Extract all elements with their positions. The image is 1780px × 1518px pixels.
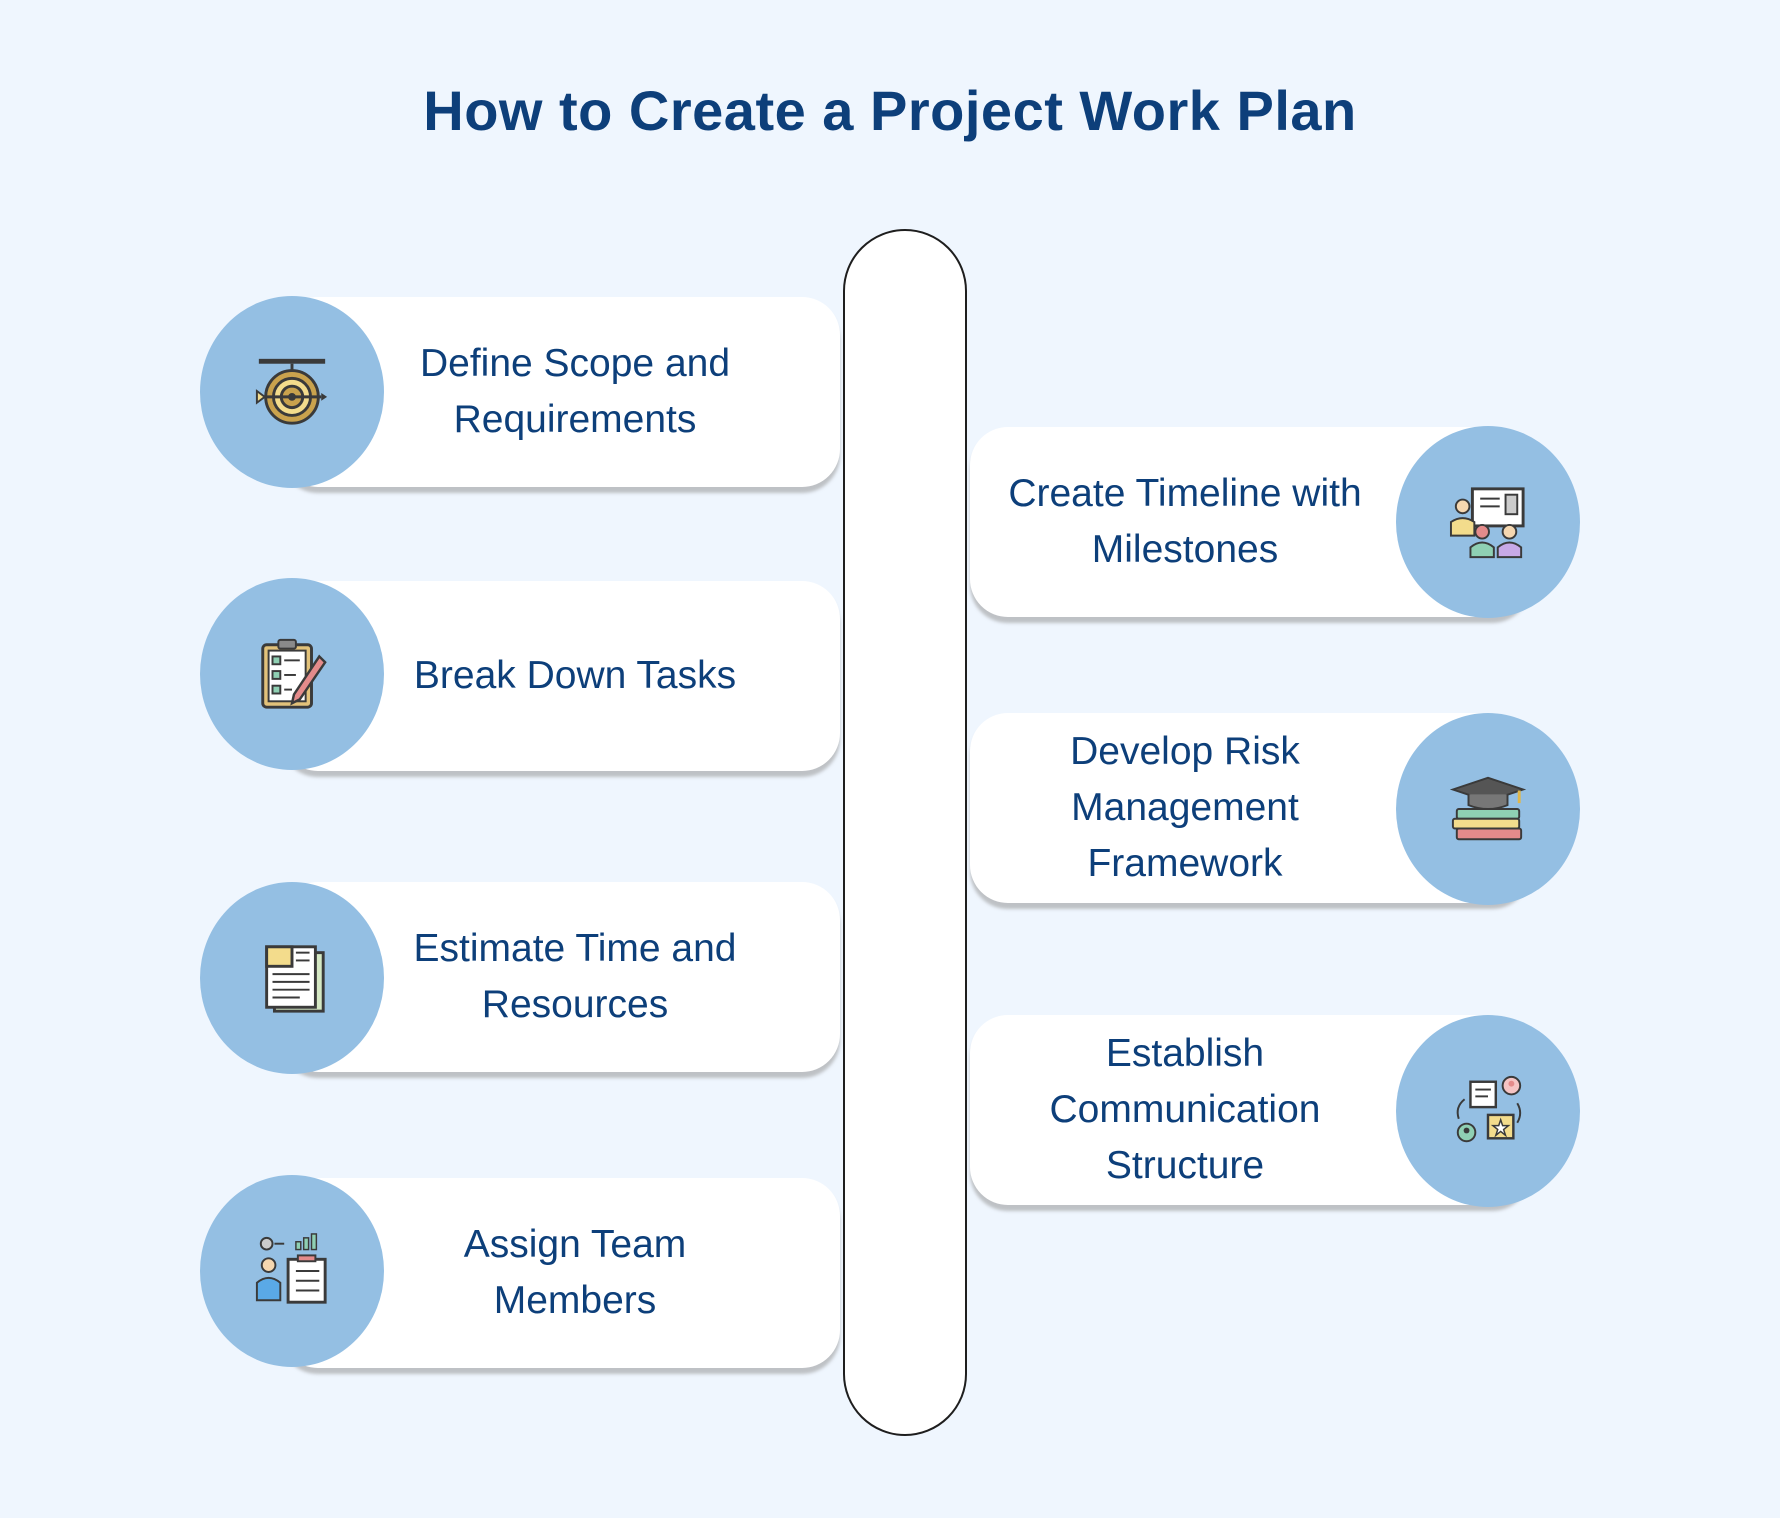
step-label: Develop Risk Management Framework	[1070, 730, 1300, 885]
step-label: Define Scope and Requirements	[419, 342, 731, 441]
step-icon-circle	[1396, 1015, 1580, 1207]
team-assignment-icon	[255, 1233, 327, 1304]
step-icon-circle	[200, 578, 384, 770]
communication-exchange-icon	[1456, 1075, 1522, 1143]
step-label: Create Timeline with Milestones	[1008, 472, 1362, 571]
step-icon-circle	[1396, 426, 1580, 618]
step-icon-circle	[200, 1175, 384, 1367]
presentation-meeting-icon	[1449, 487, 1525, 559]
timeline-spine	[843, 229, 967, 1436]
step-card-estimate-time: Estimate Time and Resources	[280, 882, 840, 1072]
step-label: Establish Communication Structure	[1049, 1032, 1321, 1187]
checklist-clipboard-icon	[261, 638, 327, 709]
step-card-break-down-tasks: Break Down Tasks	[280, 581, 840, 771]
step-icon-circle	[200, 882, 384, 1074]
documents-icon	[265, 945, 325, 1013]
step-label: Assign Team Members	[463, 1223, 687, 1322]
step-icon-circle	[1396, 713, 1580, 905]
target-icon	[255, 358, 328, 425]
step-label: Estimate Time and Resources	[413, 927, 737, 1026]
step-card-assign-team: Assign Team Members	[280, 1178, 840, 1368]
books-graduation-cap-icon	[1449, 776, 1527, 841]
step-label: Break Down Tasks	[413, 654, 737, 697]
page-title: How to Create a Project Work Plan	[423, 79, 1357, 142]
step-icon-circle	[200, 296, 384, 488]
